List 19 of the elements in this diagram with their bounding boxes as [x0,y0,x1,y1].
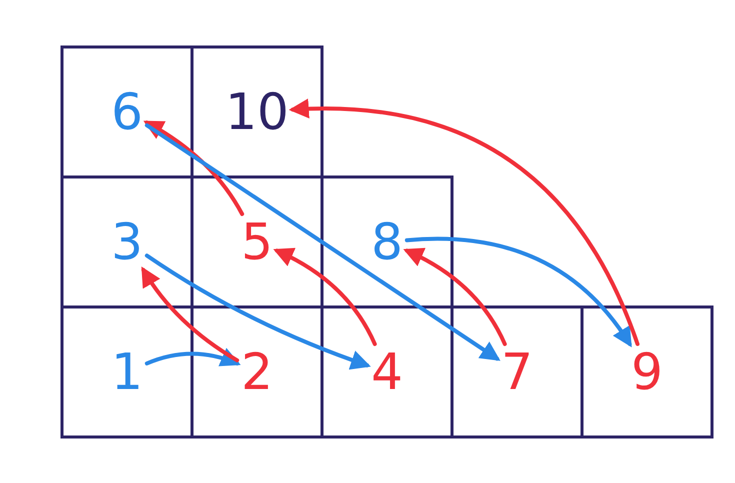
cell-number: 7 [501,347,533,397]
cell-number: 6 [111,87,143,137]
cell-number: 8 [371,217,403,267]
arrow [144,123,500,361]
arrow [288,99,640,346]
cell-number: 10 [225,87,289,137]
arrow [141,266,240,362]
cell-number: 3 [111,217,143,267]
cell-number: 1 [111,347,143,397]
cell-number: 4 [371,347,403,397]
arrow [404,236,632,348]
arrow [144,254,371,370]
cell-number: 5 [241,217,273,267]
arrow [273,248,377,346]
arrow [143,120,244,216]
arrow [403,248,507,346]
arrow [144,348,241,367]
cell-number: 2 [241,347,273,397]
cell-number: 9 [631,347,663,397]
